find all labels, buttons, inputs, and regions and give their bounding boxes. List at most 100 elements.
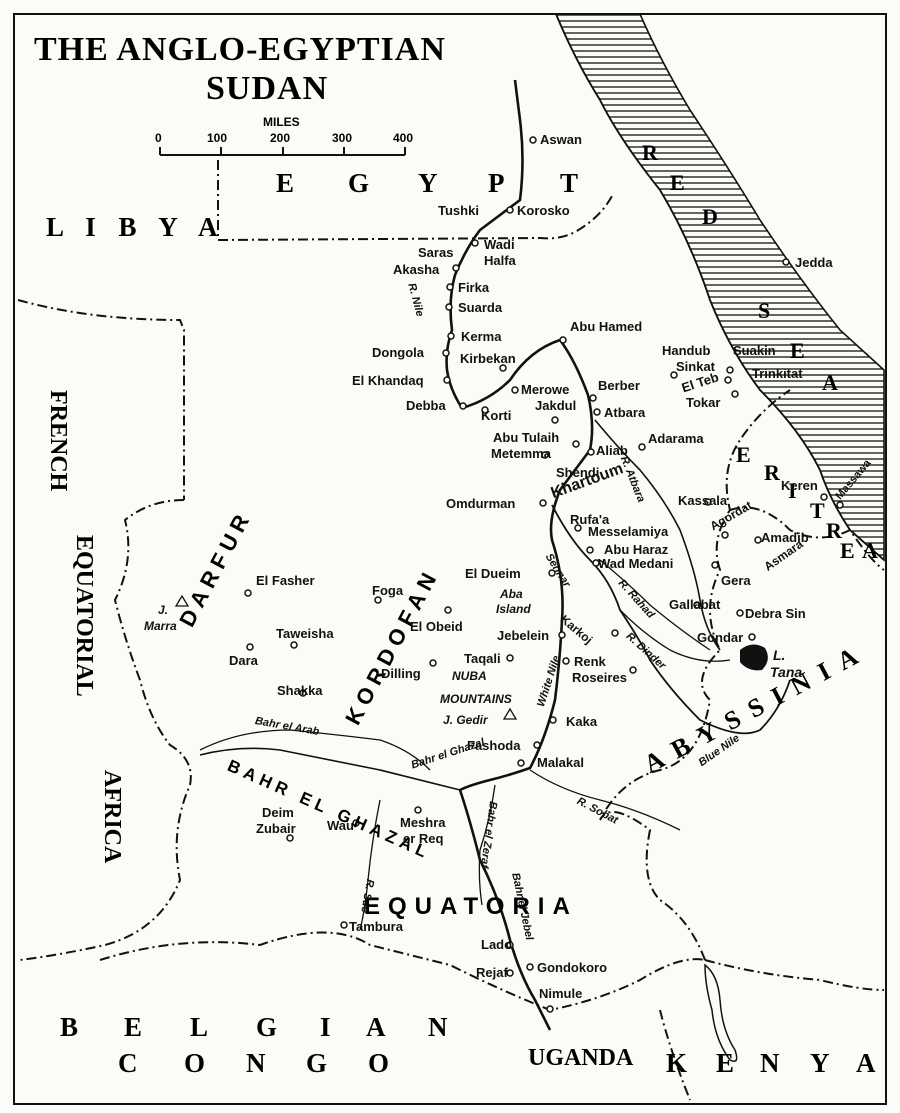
eritrea-border (729, 506, 885, 571)
congo-letter-4: G (306, 1048, 328, 1078)
town-wau: Wau (327, 818, 354, 833)
dinder-river (619, 609, 731, 662)
egypt-sudan-border (217, 160, 613, 242)
town-trinkitat: Trinkitat (752, 366, 803, 381)
french-label: FRENCH (45, 390, 71, 492)
town-amadib: Amadib (761, 530, 809, 545)
town-rejaf: Rejaf (476, 965, 508, 980)
town-keren: Keren (781, 478, 818, 493)
town-el-fasher: El Fasher (256, 573, 315, 588)
town-shendi: Shendi (556, 465, 600, 480)
lake-rudolf (704, 963, 738, 1062)
egypt-letter-2: G (348, 168, 370, 198)
town-deim: Deim (262, 805, 294, 820)
town-wadi: Wadi (484, 237, 515, 252)
libya-label: L I B Y A (46, 212, 226, 242)
red-sea-letter-1: R (642, 140, 658, 165)
town-taweisha: Taweisha (276, 626, 334, 641)
blue-nile-river (551, 504, 791, 735)
map-frame (13, 13, 887, 1105)
town-abu-tulaih: Abu Tulaih (493, 430, 560, 445)
eritrea-letter-2: R (764, 460, 780, 485)
congo-letter-2: O (184, 1048, 206, 1078)
belgian-letter-7: N (428, 1012, 448, 1042)
red-sea-letter-4: S (758, 298, 771, 323)
african-coastline (555, 13, 885, 561)
lake-tana (740, 644, 768, 671)
eritrea-letter-7: A (862, 538, 878, 563)
town-omdurman: Omdurman (446, 496, 516, 511)
scale-tick-100: 100 (207, 131, 228, 145)
egypt-letter-5: T (560, 168, 579, 198)
town-firka: Firka (458, 280, 490, 295)
bahr-el-ghazal-river (199, 747, 461, 791)
eritrea-letter-5: R (826, 518, 842, 543)
darfur-west-border (19, 499, 192, 961)
eritrea-letter-4: T (810, 498, 825, 523)
congo-letter-1: C (118, 1048, 138, 1078)
town-saras: Saras (418, 245, 454, 260)
town-gondar: Gondar (697, 630, 744, 645)
town-renk: Renk (574, 654, 606, 669)
town-er-req: er Req (403, 831, 444, 846)
nile-river (445, 79, 594, 1031)
belgian-letter-1: B (60, 1012, 79, 1042)
town-akasha: Akasha (393, 262, 440, 277)
political-boundaries (17, 160, 885, 1101)
sue-river (359, 799, 381, 931)
town-el-obeid: El Obeid (410, 619, 463, 634)
eritrea-letter-1: E (736, 442, 751, 467)
eritrea-letter-3: I (788, 478, 797, 503)
town-fashoda: Fashoda (467, 738, 521, 753)
kenya-letter-5: A (856, 1048, 876, 1078)
rahad-river (599, 559, 711, 651)
town-dara: Dara (229, 653, 258, 668)
red-sea-letter-2: E (670, 170, 685, 195)
town-halfa: Halfa (484, 253, 516, 268)
town-gondokoro: Gondokoro (537, 960, 608, 975)
aba-label: Aba (500, 587, 523, 601)
kenya-ethiopia-border (704, 959, 885, 991)
town-berber: Berber (598, 378, 640, 393)
town-meshra: Meshra (400, 815, 446, 830)
kenya-letter-4: Y (810, 1048, 830, 1078)
congo-uganda-border (99, 931, 706, 1012)
town-aliab: Aliab (596, 443, 628, 458)
town-el-dueim: El Dueim (465, 566, 521, 581)
scale-tick-200: 200 (270, 131, 291, 145)
mountains-label: MOUNTAINS (440, 692, 512, 706)
town-markers (244, 136, 844, 1013)
belgian-letter-5: I (320, 1012, 331, 1042)
town-taqali: Taqali (464, 651, 501, 666)
egypt-letter-4: P (488, 168, 505, 198)
town-metemma: Metemma (491, 446, 551, 461)
uganda-kenya-border (659, 1009, 691, 1101)
town-abu-hamed: Abu Hamed (570, 319, 643, 334)
town-suarda: Suarda (458, 300, 503, 315)
kenya-letter-3: N (760, 1048, 780, 1078)
kenya-letter-1: K (666, 1048, 688, 1078)
town-atbara: Atbara (604, 405, 646, 420)
map-title-line2: SUDAN (206, 70, 329, 107)
town-roseires: Roseires (572, 670, 627, 685)
scale-tick-0: 0 (155, 131, 162, 145)
lake-tana-label-2: Tana (770, 664, 803, 680)
town-korosko: Korosko (517, 203, 570, 218)
belgian-letter-3: L (190, 1012, 209, 1042)
town-dongola: Dongola (372, 345, 424, 360)
red-sea-letter-6: A (822, 370, 838, 395)
town-sinkat: Sinkat (676, 359, 716, 374)
bahr-el-arab-river (199, 729, 431, 771)
town-suakin: Suakin (733, 343, 776, 358)
libya-border-west (17, 299, 185, 500)
town-tushki: Tushki (438, 203, 479, 218)
africa-label: AFRICA (99, 770, 125, 864)
belgian-letter-2: E (124, 1012, 143, 1042)
scale-tick-300: 300 (332, 131, 353, 145)
town-tambura: Tambura (349, 919, 403, 934)
scale-tick-400: 400 (393, 131, 414, 145)
town-kerma: Kerma (461, 329, 502, 344)
town-jakdul: Jakdul (535, 398, 577, 413)
